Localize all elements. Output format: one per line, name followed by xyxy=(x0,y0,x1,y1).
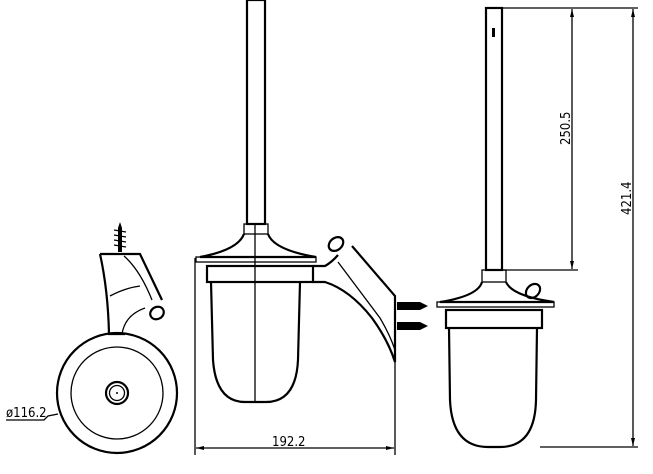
wall-plug-icon xyxy=(397,302,428,330)
handle-length-label: 250.5 xyxy=(559,112,574,145)
handle-collar xyxy=(243,223,269,235)
glass-cup xyxy=(447,327,539,449)
width-label: 192.2 xyxy=(272,435,305,450)
dim-arrows xyxy=(570,9,635,446)
bracket-detail xyxy=(337,261,396,351)
brush-handle xyxy=(484,6,504,272)
bracket-detail xyxy=(109,255,153,335)
screw-icon xyxy=(118,222,122,252)
center-ring-inner xyxy=(108,384,126,402)
lid-rim xyxy=(436,301,555,308)
cup-ring xyxy=(444,308,544,330)
top-view: ø116.2 xyxy=(6,222,179,455)
holder-knob xyxy=(327,236,345,252)
diameter-leader xyxy=(6,413,59,421)
screw-thread xyxy=(113,229,127,248)
handle-mark xyxy=(492,28,495,37)
inner-rim xyxy=(70,346,164,440)
lid xyxy=(199,233,317,259)
bracket xyxy=(98,252,163,336)
holder-knob xyxy=(149,305,165,321)
lid-rim xyxy=(195,256,317,263)
diameter-label: ø116.2 xyxy=(6,406,47,421)
wall-bracket xyxy=(313,245,397,363)
holder-knob xyxy=(524,282,542,300)
handle-collar xyxy=(481,269,507,283)
side-view: 192.2 xyxy=(194,0,428,455)
center-dot xyxy=(116,392,118,394)
brush-handle xyxy=(245,0,267,226)
cup-ring xyxy=(205,264,315,284)
front-view: 250.5 421.4 xyxy=(436,6,638,449)
total-height-label: 421.4 xyxy=(620,182,635,215)
center-ring-outer xyxy=(104,380,130,406)
extension-lines xyxy=(502,7,638,448)
